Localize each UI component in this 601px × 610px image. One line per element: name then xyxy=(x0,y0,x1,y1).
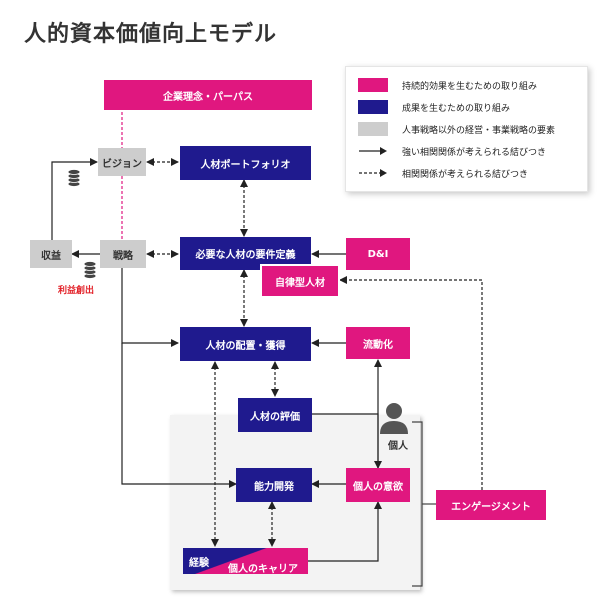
legend-label: 成果を生むための取り組み xyxy=(402,103,511,114)
mobility-node: 流動化 xyxy=(346,327,410,359)
person-icon xyxy=(380,403,408,434)
di-node: D&I xyxy=(346,238,410,270)
evaluation-to-will-line xyxy=(312,413,382,469)
experience-career-node: 経験 個人のキャリア xyxy=(183,548,308,575)
panel-bracket xyxy=(412,421,423,587)
legend-swatch xyxy=(358,100,388,114)
ability-node: 能力開発 xyxy=(236,468,312,502)
individual-label: 個人 xyxy=(388,441,408,452)
career-to-will-line xyxy=(308,501,382,562)
legend-swatch xyxy=(358,78,388,92)
legend-item: 人事戦略以外の経営・事業戦略の要素 xyxy=(358,121,555,137)
strategy-to-placement-line xyxy=(121,268,179,347)
solid-arrow-icon xyxy=(359,147,387,155)
will-node: 個人の意欲 xyxy=(346,468,410,502)
legend-label: 強い相関関係が考えられる結びつき xyxy=(402,147,547,158)
legend-label: 相関関係が考えられる結びつき xyxy=(402,169,529,180)
career-label: 個人のキャリア xyxy=(228,564,298,575)
evaluation-node: 人材の評価 xyxy=(238,398,312,432)
legend: 持続的効果を生むための取り組み 成果を生むための取り組み 人事戦略以外の経営・事… xyxy=(345,66,588,192)
dashed-arrow-icon xyxy=(359,169,387,177)
profit-label: 利益創出 xyxy=(58,286,95,296)
legend-item: 持続的効果を生むための取り組み xyxy=(358,77,537,93)
legend-item: 相関関係が考えられる結びつき xyxy=(358,165,528,181)
legend-label: 持続的効果を生むための取り組み xyxy=(402,81,538,92)
legend-swatch xyxy=(358,122,388,136)
legend-label: 人事戦略以外の経営・事業戦略の要素 xyxy=(402,125,556,136)
revenue-to-vision-line xyxy=(51,158,98,240)
requirements-node: 必要な人材の要件定義 xyxy=(180,237,311,270)
engagement-to-autonomous-line xyxy=(339,276,483,490)
revenue-node: 収益 xyxy=(30,240,72,268)
experience-label: 経験 xyxy=(189,558,209,569)
autonomous-node: 自律型人材 xyxy=(262,266,338,296)
portfolio-node: 人材ポートフォリオ xyxy=(180,146,311,180)
coin-stack-icon xyxy=(67,169,81,187)
vision-node: ビジョン xyxy=(98,148,146,176)
legend-item: 成果を生むための取り組み xyxy=(358,99,510,115)
strategy-node: 戦略 xyxy=(100,240,146,268)
legend-item: 強い相関関係が考えられる結びつき xyxy=(358,143,546,159)
strategy-to-ability-line xyxy=(121,343,237,488)
placement-node: 人材の配置・獲得 xyxy=(180,327,311,361)
coin-stack-icon xyxy=(83,261,97,279)
purpose-node: 企業理念・パーパス xyxy=(104,80,312,110)
engagement-node: エンゲージメント xyxy=(436,490,546,520)
page-title: 人的資本価値向上モデル xyxy=(24,22,278,47)
